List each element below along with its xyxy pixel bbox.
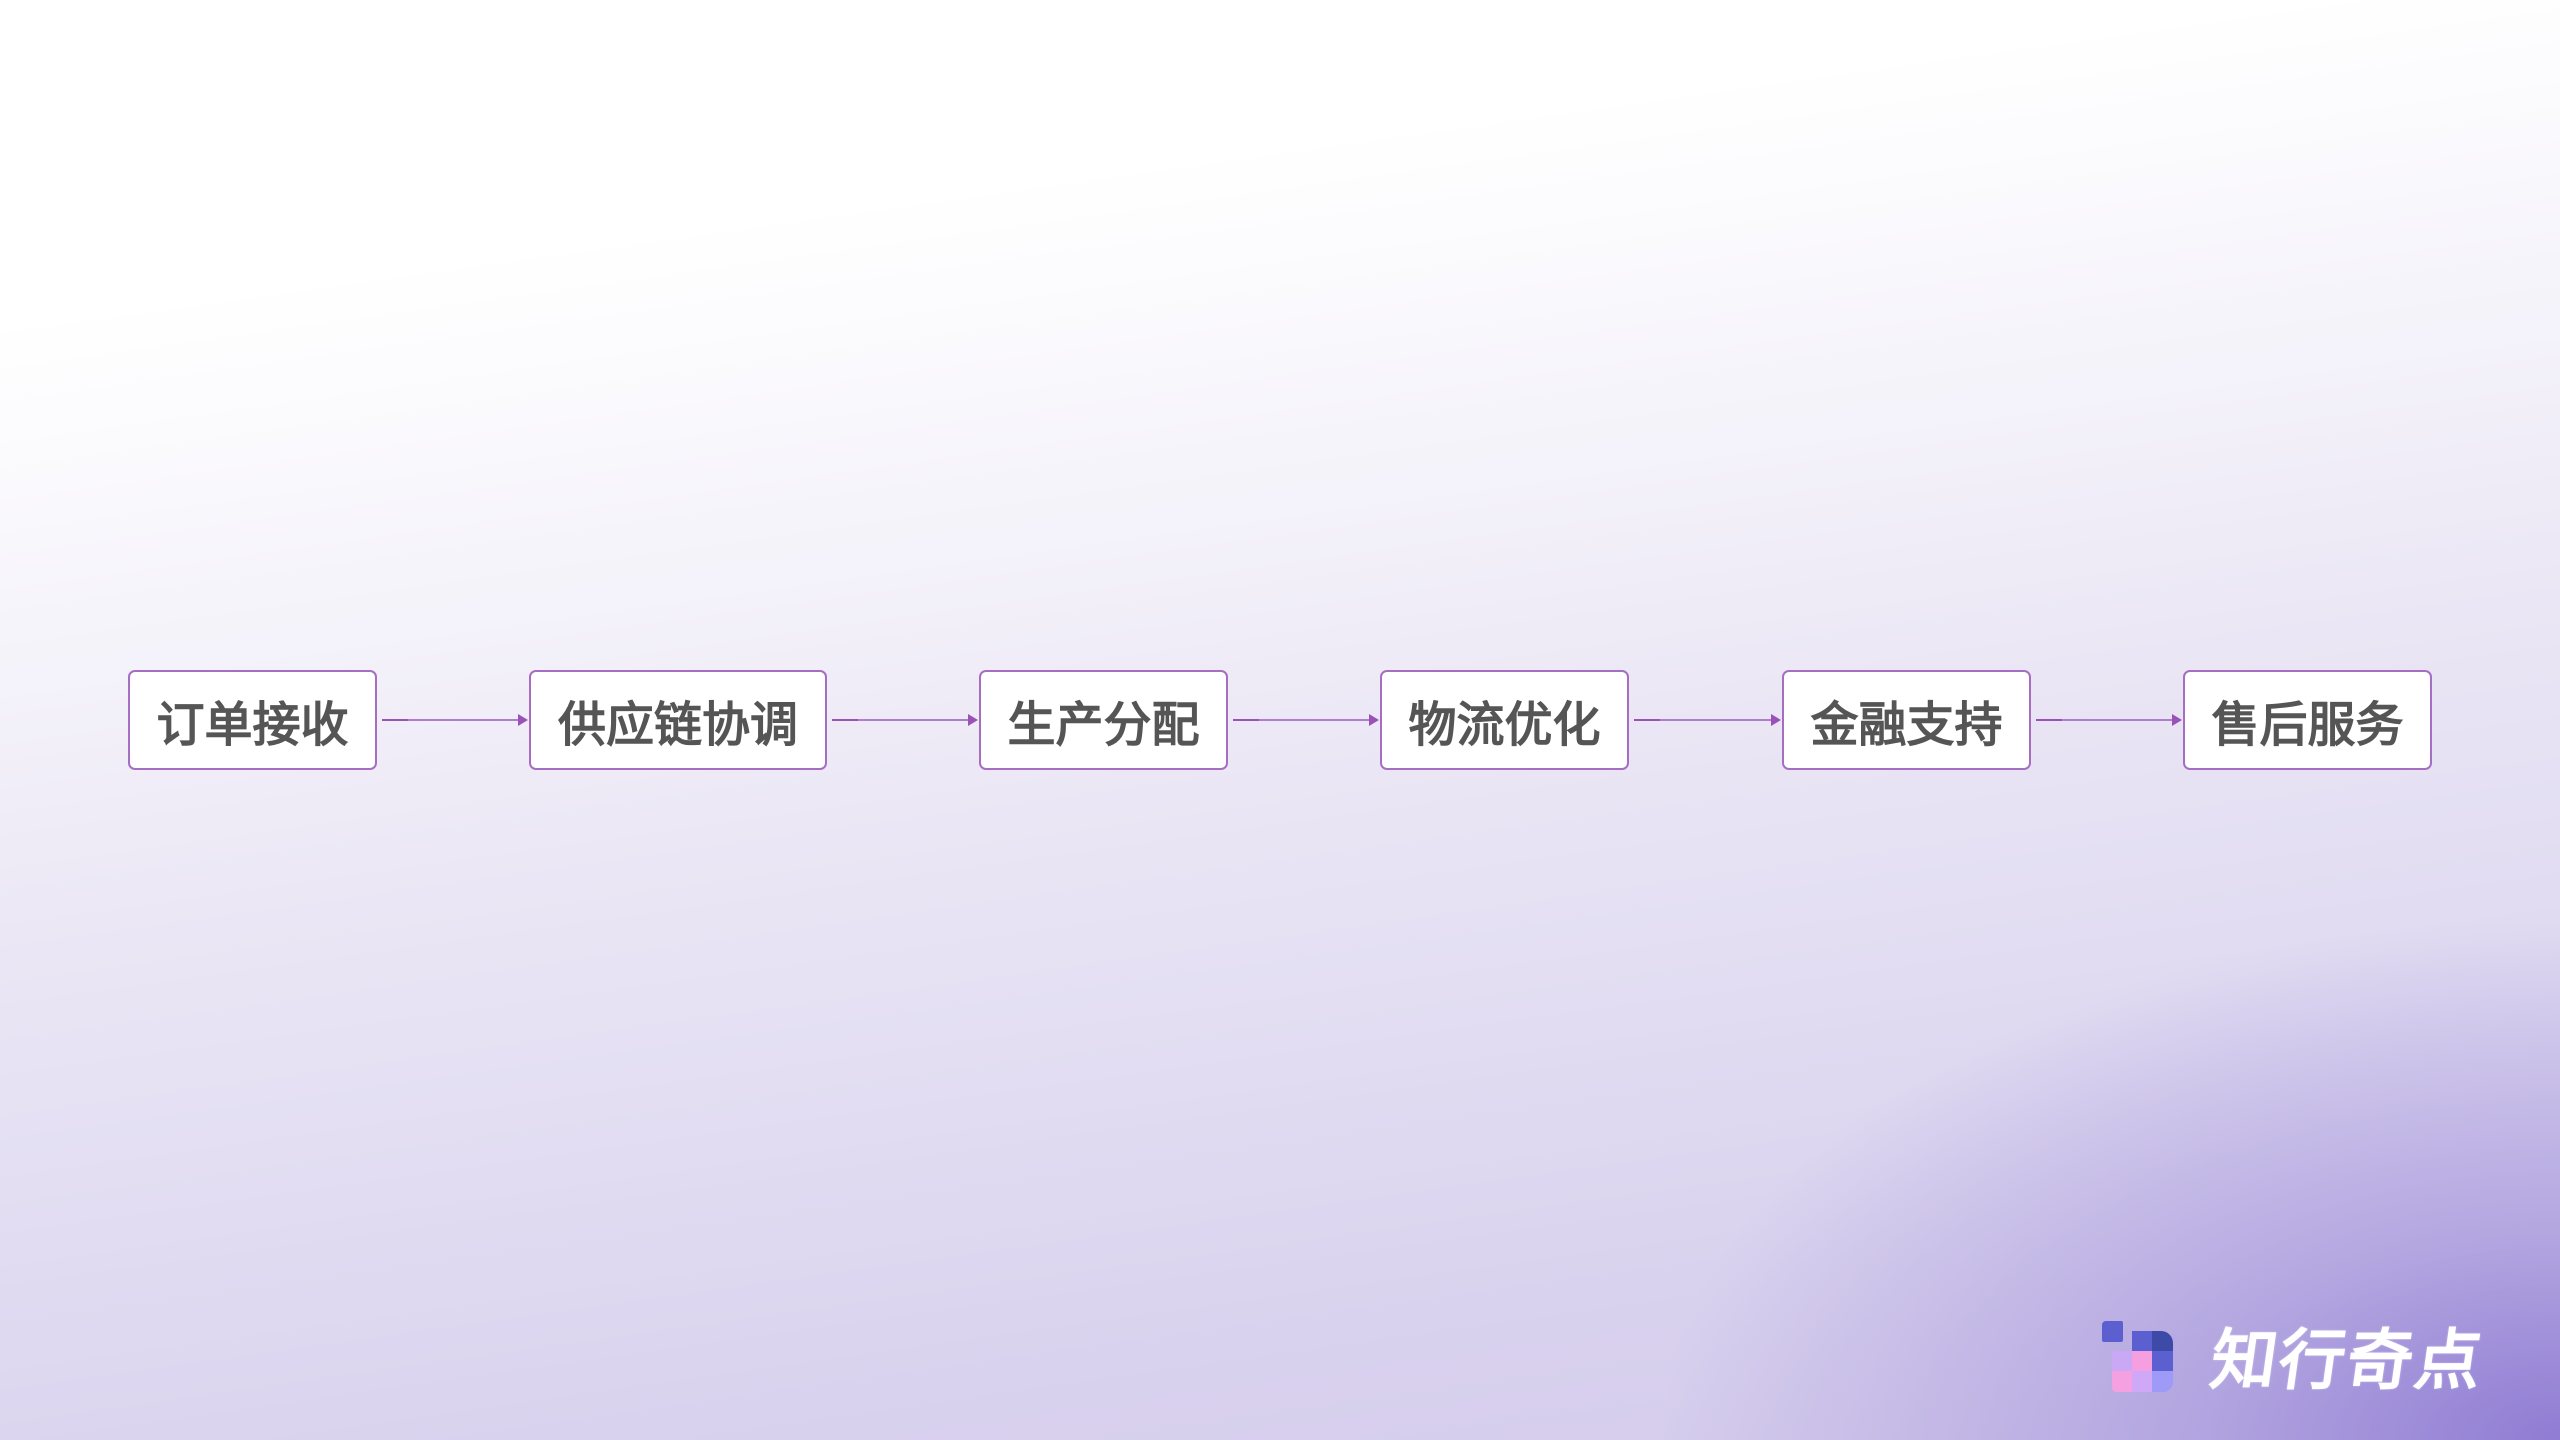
flow-arrow xyxy=(1634,714,1781,726)
flow-arrow xyxy=(2036,714,2182,726)
node-label: 金融支持 xyxy=(1810,697,2003,753)
flow-arrow xyxy=(832,714,978,726)
flow-node-financial-support: 金融支持 xyxy=(1782,670,2031,770)
brand-logo: 知行奇点 xyxy=(2100,1312,2489,1399)
node-label: 供应链协调 xyxy=(557,697,798,753)
flow-arrow xyxy=(1233,714,1379,726)
flow-node-logistics-optimization: 物流优化 xyxy=(1380,670,1629,770)
pixel-grid-logo-icon xyxy=(2100,1317,2173,1393)
node-label: 售后服务 xyxy=(2211,697,2404,753)
brand-name: 知行奇点 xyxy=(2205,1322,2489,1399)
flow-node-after-sales-service: 售后服务 xyxy=(2183,670,2432,770)
flow-arrow xyxy=(382,714,528,726)
flow-node-supply-chain-coordination: 供应链协调 xyxy=(529,670,827,770)
flow-node-production-allocation: 生产分配 xyxy=(979,670,1228,770)
node-label: 物流优化 xyxy=(1408,697,1601,753)
flow-node-order-receipt: 订单接收 xyxy=(128,670,377,770)
node-label: 生产分配 xyxy=(1007,697,1200,753)
node-label: 订单接收 xyxy=(156,697,349,753)
